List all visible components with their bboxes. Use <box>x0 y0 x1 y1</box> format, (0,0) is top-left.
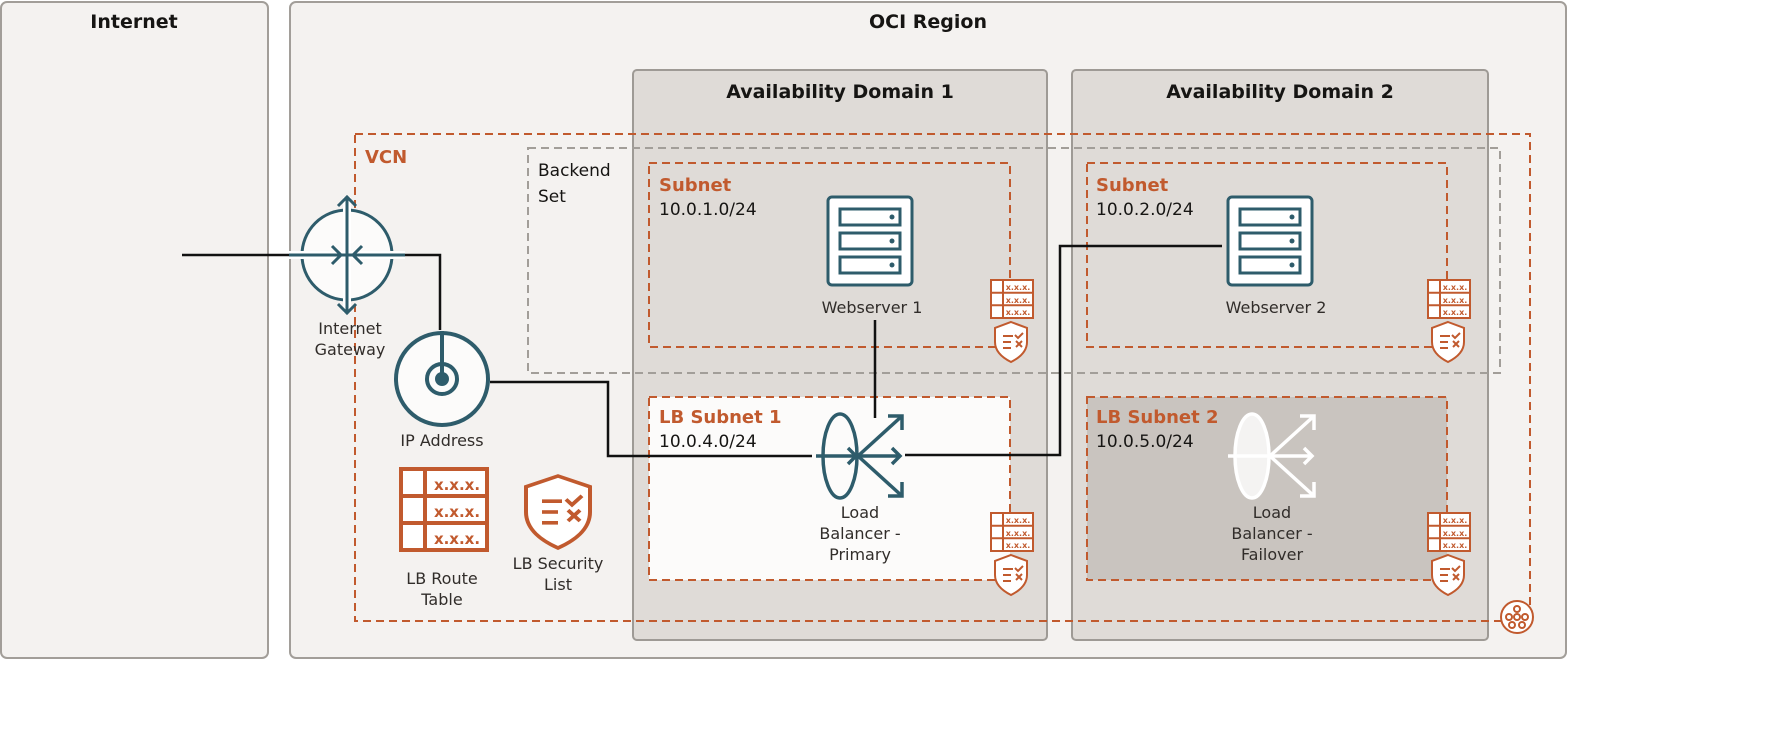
internet-gateway-icon <box>289 194 405 316</box>
internet-title: Internet <box>90 11 178 33</box>
oci-region-title: OCI Region <box>869 11 987 33</box>
connector-lines <box>182 244 1222 458</box>
lb-subnet-2-box <box>1086 396 1448 581</box>
subnet-1-label: Subnet <box>659 175 732 196</box>
lb-subnet-2-cidr: 10.0.5.0/24 <box>1096 432 1194 452</box>
lb-subnet-1-label: LB Subnet 1 <box>659 407 782 428</box>
vcn-box <box>354 133 1531 622</box>
lb-subnet-1-cidr: 10.0.4.0/24 <box>659 432 757 452</box>
load-balancer-failover-icon <box>1228 412 1316 500</box>
svg-text:x.x.x.: x.x.x. <box>434 503 480 521</box>
lb-subnet-2-label: LB Subnet 2 <box>1096 407 1219 428</box>
route-table-icon <box>1427 279 1471 319</box>
ad1-title: Availability Domain 1 <box>726 81 954 103</box>
webserver-1-icon <box>826 195 914 287</box>
backend-set-box <box>527 147 1501 374</box>
subnet-2-label: Subnet <box>1096 175 1169 196</box>
ip-address-label: IP Address <box>400 431 484 450</box>
internet-panel <box>0 1 269 659</box>
webserver-2-label: Webserver 2 <box>1225 298 1327 317</box>
vcn-label: VCN <box>365 147 408 168</box>
subnet-2-cidr: 10.0.2.0/24 <box>1096 200 1194 220</box>
vcn-icon <box>1500 600 1534 634</box>
subnet-1-cidr: 10.0.1.0/24 <box>659 200 757 220</box>
route-table-icon <box>1427 512 1471 552</box>
route-table-icon <box>990 279 1034 319</box>
ip-address-icon <box>394 331 490 427</box>
lb-route-table-icon: x.x.x. x.x.x. x.x.x. <box>399 467 489 552</box>
svg-text:x.x.x.: x.x.x. <box>434 476 480 494</box>
load-balancer-primary-icon <box>816 412 904 500</box>
svg-text:x.x.x.: x.x.x. <box>434 530 480 548</box>
subnet-2-box <box>1086 162 1448 348</box>
webserver-2-icon <box>1226 195 1314 287</box>
route-table-icon <box>990 512 1034 552</box>
ad2-title: Availability Domain 2 <box>1166 81 1394 103</box>
webserver-1-label: Webserver 1 <box>821 298 923 317</box>
